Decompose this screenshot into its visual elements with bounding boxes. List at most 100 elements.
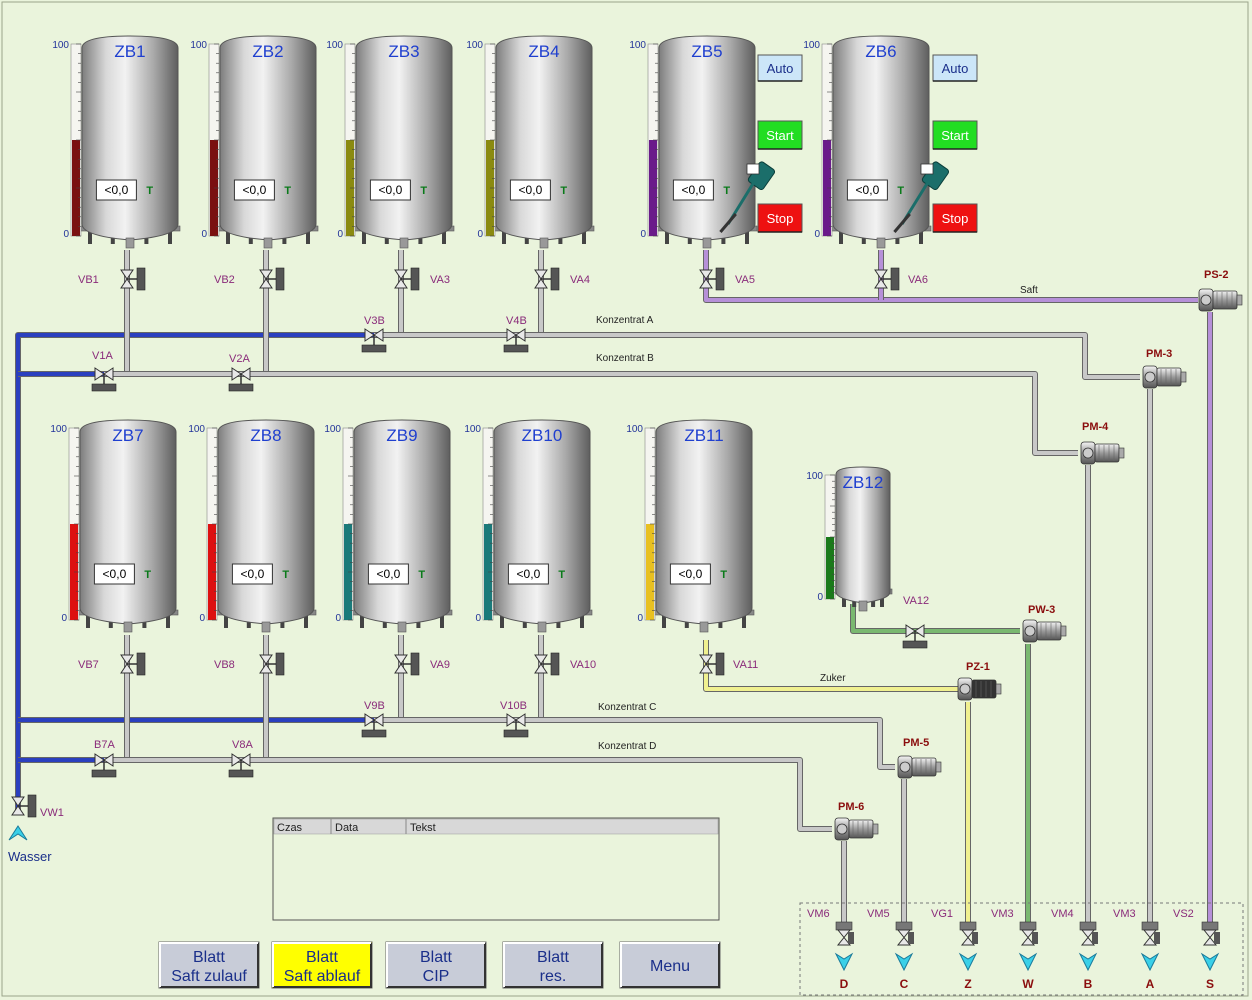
pump-impeller-icon	[899, 761, 911, 773]
outlet-valve-icon	[896, 929, 912, 946]
auto-button[interactable]: Auto	[932, 54, 978, 82]
tank-title: ZB9	[386, 426, 417, 445]
nav-button-highlight	[159, 942, 258, 987]
level-gauge-max: 100	[324, 424, 341, 435]
tank-outlet	[702, 237, 712, 249]
pump-pw-3[interactable]: PW-3	[1022, 604, 1067, 643]
valve-actuator-icon	[550, 652, 560, 676]
auto-button[interactable]: Auto	[757, 54, 803, 82]
valve-va4[interactable]: VA4	[534, 267, 590, 291]
start-button[interactable]: Start	[932, 120, 978, 150]
valve-v4b[interactable]: V4B	[503, 315, 529, 353]
line-label-konzentrat-b: Konzentrat B	[596, 353, 654, 364]
pump-impeller-icon	[1082, 447, 1094, 459]
valve-va10[interactable]: VA10	[534, 652, 596, 676]
log-col-text[interactable]: Tekst	[410, 822, 436, 834]
valve-actuator-icon	[503, 344, 529, 353]
pump-impeller-icon	[1200, 294, 1212, 306]
valve-va12[interactable]: VA12	[902, 595, 929, 649]
level-gauge-max: 100	[326, 40, 343, 51]
tank-title: ZB8	[250, 426, 281, 445]
tank-leg	[839, 230, 843, 244]
log-col-time[interactable]: Czas	[277, 822, 303, 834]
start-button[interactable]: Start	[757, 120, 803, 150]
tank-leg	[88, 230, 92, 244]
valve-actuator-icon	[136, 267, 146, 291]
outlet-valve-handle	[1092, 932, 1098, 944]
tank-body	[81, 35, 179, 241]
nav-button-menu[interactable]: Menu	[619, 941, 721, 989]
nav-button-bg	[271, 941, 373, 989]
valve-v1a[interactable]: V1A	[91, 350, 117, 392]
valve-v3b[interactable]: V3B	[361, 315, 387, 353]
stop-button[interactable]: Stop	[932, 203, 978, 233]
level-gauge-max: 100	[464, 424, 481, 435]
valve-v2a[interactable]: V2A	[228, 353, 254, 392]
valve-v9b[interactable]: V9B	[361, 700, 387, 738]
tank-body	[79, 419, 177, 625]
pipe-konzentrat-b	[104, 372, 1078, 455]
pump-pm-4[interactable]: PM-4	[1080, 421, 1125, 465]
stop-button[interactable]: Stop	[757, 203, 803, 233]
valve-vb8[interactable]: VB8	[214, 652, 285, 676]
pump-pm-5[interactable]: PM-5	[897, 737, 942, 779]
weight-unit: T	[146, 185, 153, 197]
outlet-valve-handle	[848, 932, 854, 944]
pump-pm-6[interactable]: PM-6	[834, 801, 879, 841]
valve-va3[interactable]: VA3	[394, 267, 450, 291]
line-label-konzentrat-c: Konzentrat C	[598, 702, 656, 713]
valve-b7a[interactable]: B7A	[91, 739, 117, 778]
valve-vw1[interactable]: VW1	[11, 794, 64, 819]
valve-v8a[interactable]: V8A	[228, 739, 253, 778]
outlet-letter: S	[1206, 977, 1214, 991]
pump-ps-2[interactable]: PS-2	[1198, 269, 1243, 312]
tank-title: ZB6	[865, 42, 896, 61]
valve-va6[interactable]: VA6	[874, 267, 928, 291]
valve-vb2[interactable]: VB2	[214, 267, 285, 291]
weight-unit: T	[720, 569, 727, 581]
valve-va9[interactable]: VA9	[394, 652, 450, 676]
pump-label: PM-5	[903, 737, 929, 749]
valve-va11[interactable]: VA11	[699, 652, 758, 676]
weight-display	[231, 563, 273, 585]
tank-outlet	[125, 237, 135, 249]
level-gauge-min: 0	[814, 229, 820, 240]
outlet-arrow-icon	[1200, 952, 1220, 972]
log-col-date[interactable]: Data	[335, 822, 359, 834]
pump-pz-1[interactable]: PZ-1	[957, 661, 1002, 701]
pump-cap	[872, 823, 879, 835]
tank-outlet	[397, 621, 407, 633]
valve-actuator-icon	[715, 652, 725, 676]
pipe-saft	[704, 250, 1198, 302]
valve-vb7[interactable]: VB7	[78, 652, 146, 676]
valve-va5[interactable]: VA5	[699, 267, 755, 291]
pump-pm-3[interactable]: PM-3	[1142, 348, 1187, 389]
valve-v10b[interactable]: V10B	[500, 700, 529, 738]
valve-vb1[interactable]: VB1	[78, 267, 146, 291]
